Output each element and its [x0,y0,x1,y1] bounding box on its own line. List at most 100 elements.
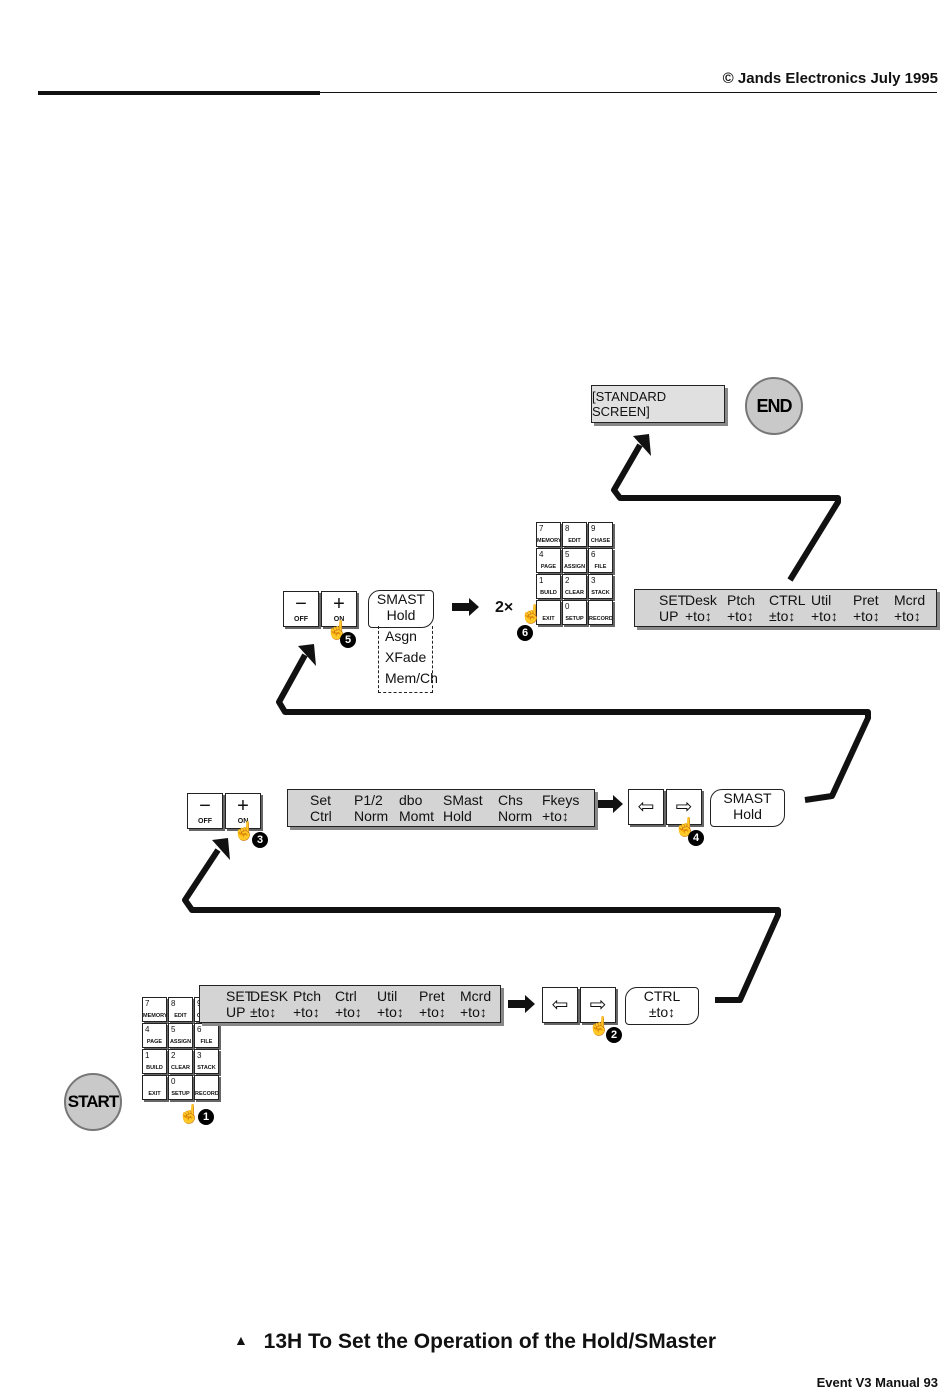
off-key-2[interactable]: −OFF [283,591,319,627]
key-number: 0 [565,602,570,611]
key-label: PAGE [540,564,557,570]
page-footer: Event V3 Manual 93 [816,1375,938,1390]
lcd-cell: Ptch [727,592,756,608]
end-node: END [745,377,803,435]
lcd-cell: SET [659,592,687,608]
lcd-cell: Ptch [293,988,322,1004]
header-copyright: © Jands Electronics July 1995 [722,70,938,87]
smast-bubble-title: SMAST [376,591,426,607]
left-arrow-icon: ⇦ [637,796,655,818]
step-5-number: 5 [344,634,352,646]
start-node: START [64,1073,122,1131]
right-arrow-2 [596,795,623,813]
lcd-cell: SET [226,988,254,1004]
key-label: MEMORY [537,538,562,544]
keypad-key-exit[interactable]: EXIT [536,600,561,625]
hand-pointer-icon: ☝ [178,1104,201,1124]
lcd-cell: P1/2 [354,792,383,808]
hand-pointer-icon: ☝ [233,821,256,841]
lcd-cell: Pret [419,988,445,1004]
caption-text: 13H To Set the Operation of the Hold/SMa… [263,1330,717,1353]
flow-arrowhead-1 [212,838,230,860]
lcd-cell: Util [811,592,832,608]
flow-path-1 [182,848,781,1003]
step-2-number: 2 [610,1029,618,1041]
key-label: CHASE [590,538,611,544]
lcd-cell: dbo [399,792,423,808]
right-arrow-icon: ⇨ [675,796,693,818]
off-key-1[interactable]: −OFF [187,793,223,829]
smast-option: Asgn [385,628,417,644]
left-arrow-key-2[interactable]: ⇦ [628,789,664,825]
key-number: 0 [171,1077,176,1086]
key-number: 6 [197,1025,202,1034]
step-4-number: 4 [692,832,700,844]
right-arrow-key-2[interactable]: ⇨ [666,789,702,825]
right-arrow-1 [508,995,535,1013]
end-label: END [756,395,792,416]
on-key-1[interactable]: +ON [225,793,261,829]
lcd-cell: Ctrl [310,808,332,824]
key-label: EDIT [568,538,581,544]
key-number: 7 [145,999,150,1008]
lcd-cell: +to↕ [460,1004,487,1020]
lcd-cell: Chs [498,792,523,808]
on-key-2[interactable]: +ON [321,591,357,627]
key-number: 5 [171,1025,176,1034]
plus-icon: + [237,795,249,817]
lcd-cell: Hold [443,808,472,824]
standard-screen-box: [STANDARD SCREEN] [591,385,725,423]
on-label: ON [333,616,345,623]
on-label: ON [237,818,249,825]
smast-bubble-title: SMAST [723,790,772,806]
repeat-label: 2× [495,599,514,616]
off-label: OFF [198,818,212,825]
key-number: 3 [591,576,596,585]
lcd-cell: Momt [399,808,434,824]
key-label: EXIT [542,616,555,622]
right-arrow-3 [452,598,479,616]
lcd-cell: +to↕ [542,808,569,824]
key-label: SETUP [171,1091,190,1097]
lcd-cell: DESK [250,988,289,1004]
header-rule-thick [38,91,320,95]
key-label: BUILD [540,590,557,596]
lcd-cell: Pret [853,592,879,608]
left-arrow-key-1[interactable]: ⇦ [542,987,578,1023]
keypad-key-exit[interactable]: EXIT [142,1075,167,1100]
start-label: START [67,1092,119,1111]
smast-option: XFade [385,649,427,665]
lcd-cell: Desk [685,592,717,608]
key-number: 3 [197,1051,202,1060]
lcd-cell: +to↕ [811,608,838,624]
key-label: MEMORY [143,1013,168,1019]
right-arrow-key-1[interactable]: ⇨ [580,987,616,1023]
keypad-key-record[interactable]: RECORD [588,600,613,625]
keypad-key-record[interactable]: RECORD [194,1075,219,1100]
key-number: 2 [565,576,570,585]
key-number: 5 [565,550,570,559]
ctrl-bubble-title: CTRL [643,988,681,1004]
minus-icon: − [295,593,307,615]
